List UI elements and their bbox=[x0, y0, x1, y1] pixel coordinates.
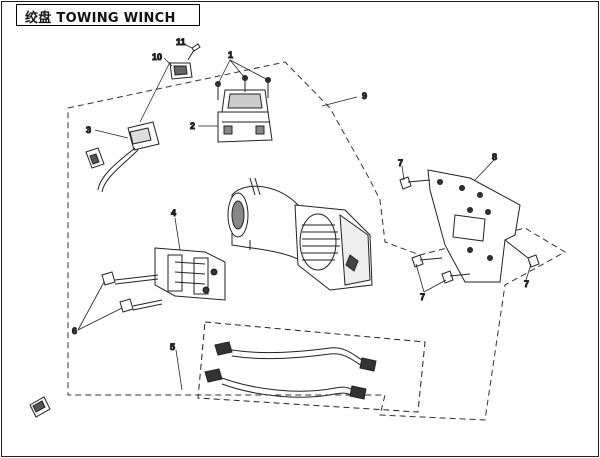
orientation-mark-icon bbox=[29, 396, 51, 418]
part-2-relay bbox=[217, 89, 273, 143]
callout-7b: 7 bbox=[420, 292, 425, 302]
part-5-cables bbox=[204, 341, 377, 400]
part-10-clip bbox=[169, 62, 193, 80]
callout-5: 5 bbox=[170, 342, 175, 352]
part-3-switch bbox=[85, 121, 160, 193]
callout-8: 8 bbox=[492, 152, 497, 162]
part-6-bolts bbox=[101, 271, 163, 313]
part-8-mounting-plate bbox=[427, 169, 521, 283]
callout-4: 4 bbox=[171, 208, 176, 218]
callout-1: 1 bbox=[228, 50, 233, 60]
assembly-boundary bbox=[67, 61, 567, 421]
winch-motor-drum bbox=[227, 177, 373, 291]
part-4-fairlead bbox=[154, 247, 226, 301]
callout-10: 10 bbox=[152, 52, 162, 62]
callout-11: 11 bbox=[176, 37, 186, 47]
callout-2: 2 bbox=[190, 121, 195, 131]
callout-6: 6 bbox=[72, 326, 77, 336]
leader-lines bbox=[77, 43, 532, 391]
callout-3: 3 bbox=[86, 125, 91, 135]
page-title: 绞盘 TOWING WINCH bbox=[25, 11, 176, 26]
cable-group-boundary bbox=[197, 321, 426, 413]
callout-9: 9 bbox=[362, 91, 367, 101]
callout-7a: 7 bbox=[398, 158, 403, 168]
title-box: 绞盘 TOWING WINCH bbox=[16, 4, 200, 26]
part-11-screw bbox=[187, 43, 201, 61]
callout-7c: 7 bbox=[524, 279, 529, 289]
